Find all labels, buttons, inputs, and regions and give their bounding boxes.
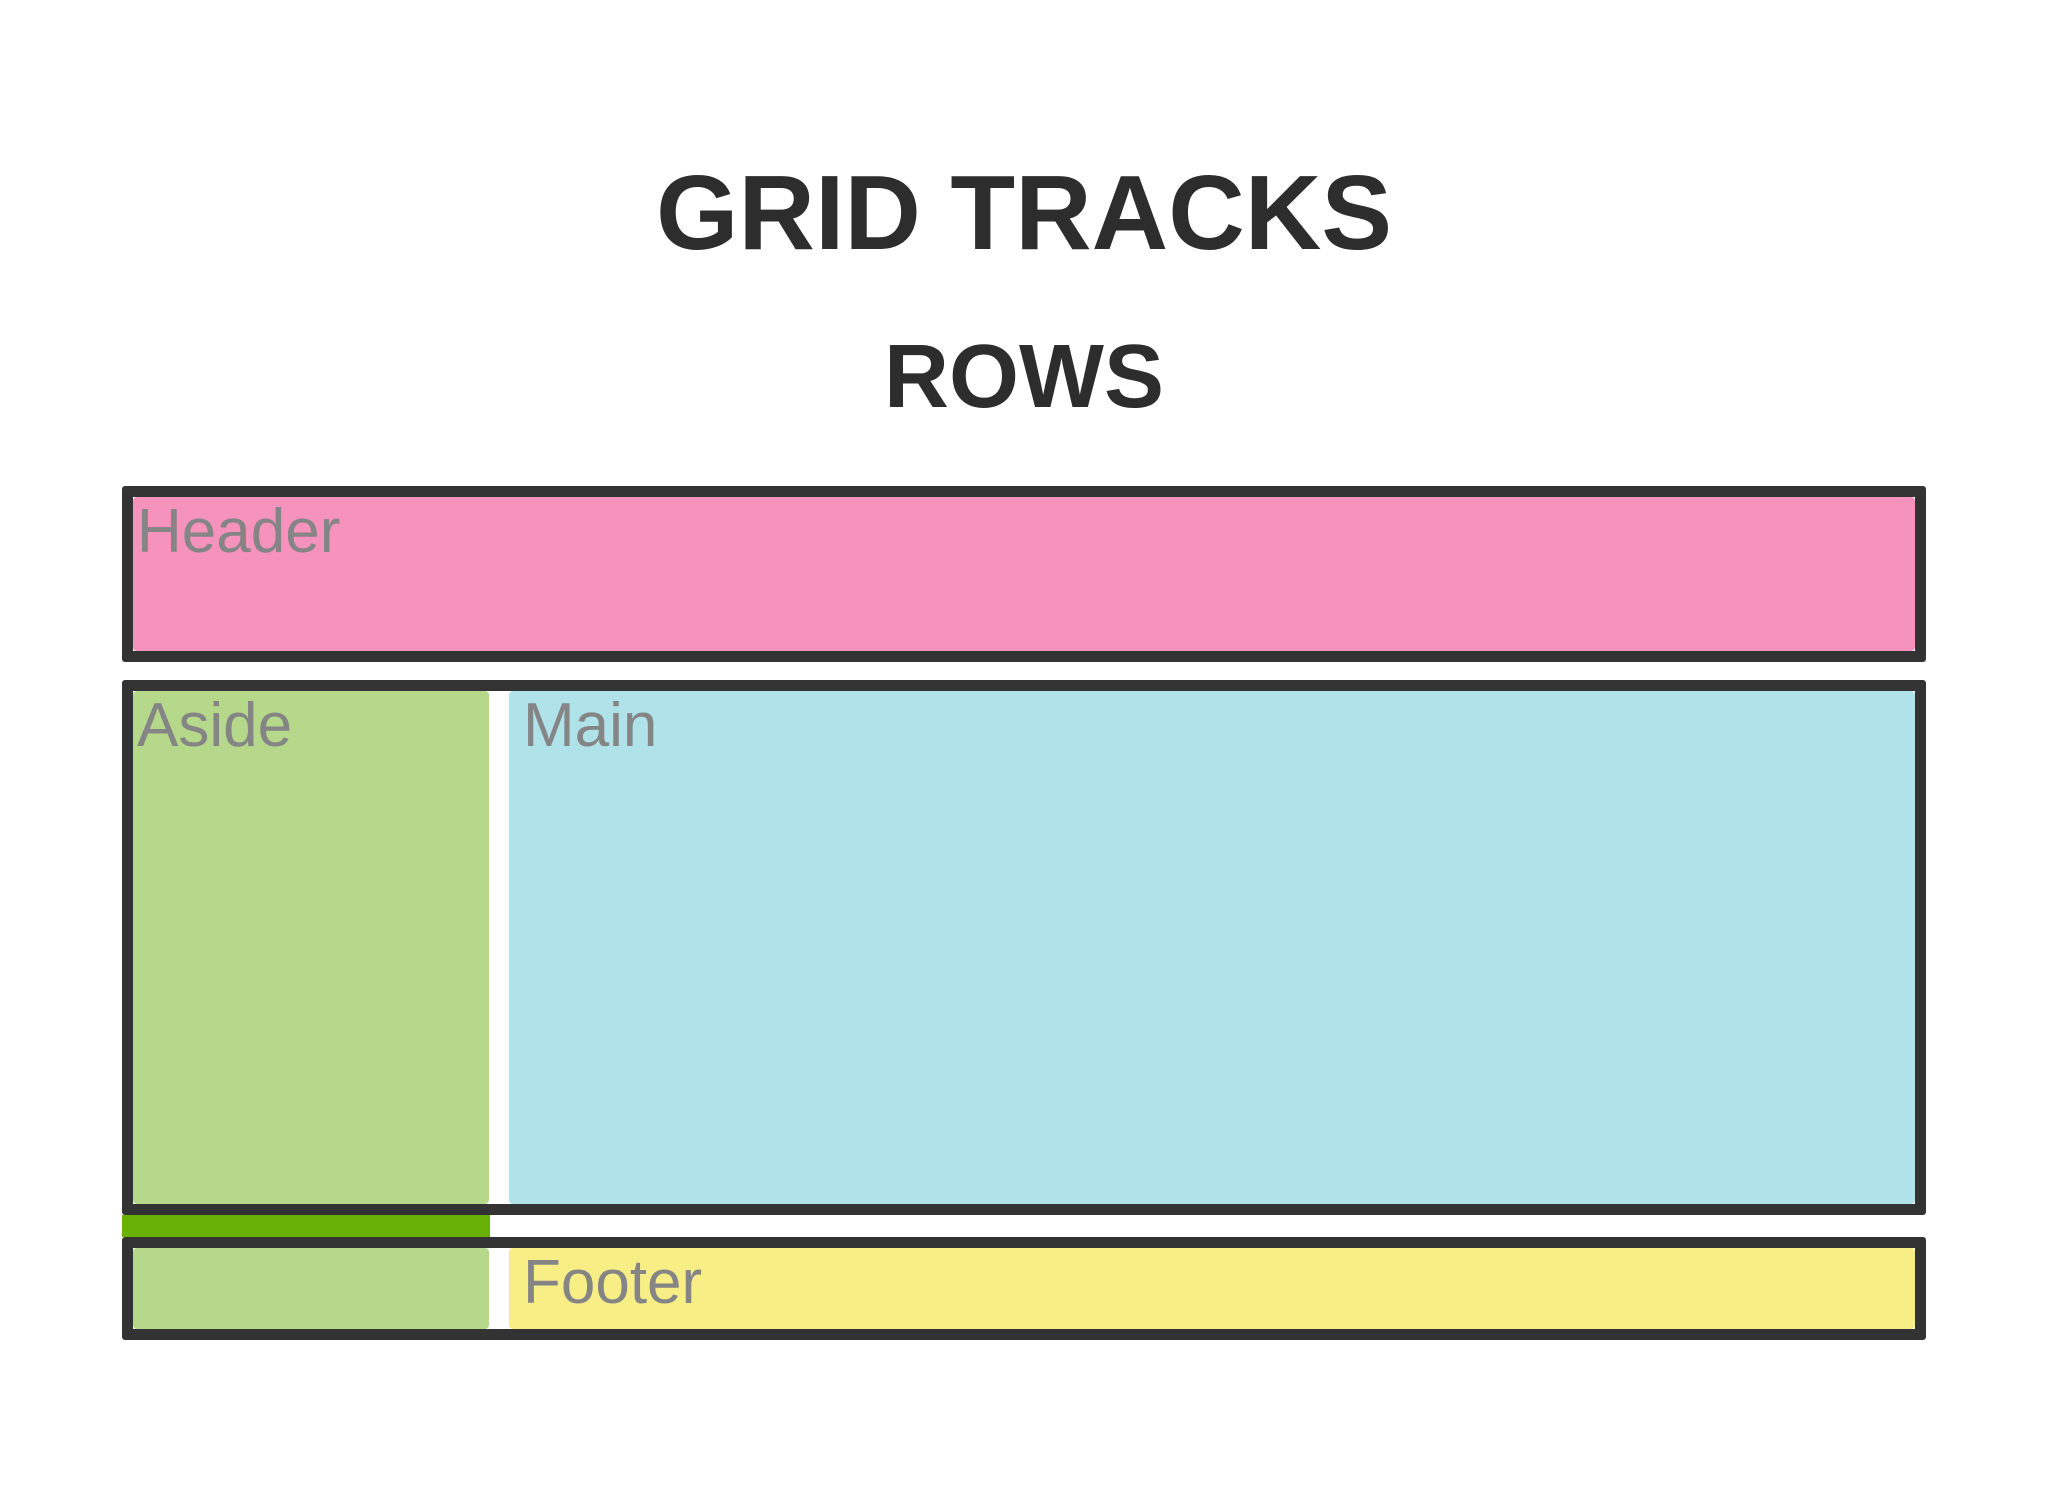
page-subtitle: ROWS bbox=[884, 327, 1164, 427]
content-row-columns: Aside Main bbox=[133, 691, 1915, 1204]
footer-row-box: Footer bbox=[122, 1237, 1926, 1340]
content-row-box: Aside Main bbox=[122, 680, 1926, 1215]
aside-cell: Aside bbox=[133, 691, 489, 1204]
header-label: Header bbox=[137, 497, 341, 566]
grid-tracks-diagram: Header Aside Main Footer bbox=[122, 486, 1926, 1340]
footer-row-columns: Footer bbox=[133, 1248, 1915, 1329]
header-cell: Header bbox=[133, 497, 1915, 651]
aside-label: Aside bbox=[137, 691, 293, 760]
main-cell: Main bbox=[509, 691, 1915, 1204]
header-row-box: Header bbox=[122, 486, 1926, 662]
row-gap-highlight-bar bbox=[122, 1215, 490, 1237]
page-title: GRID TRACKS bbox=[655, 154, 1393, 272]
footer-cell: Footer bbox=[509, 1248, 1915, 1329]
main-label: Main bbox=[523, 691, 658, 760]
aside-continuation-cell bbox=[133, 1248, 489, 1329]
footer-label: Footer bbox=[523, 1248, 703, 1317]
